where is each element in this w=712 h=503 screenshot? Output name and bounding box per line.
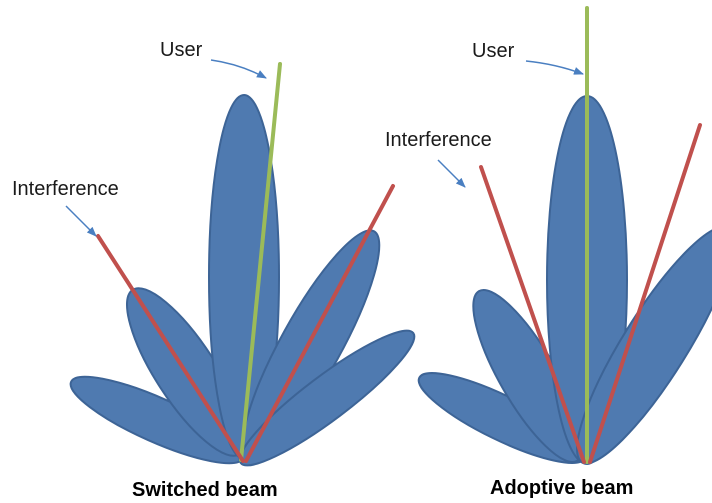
adoptive-interference-line-right [588, 123, 702, 464]
adoptive-interference-pointer-arrow [437, 159, 466, 188]
switched-interference-pointer-arrow [65, 205, 97, 237]
switched-lobe-far-right [238, 329, 416, 467]
adoptive-interference-line-left [479, 165, 586, 464]
switched-interference-line-right [244, 184, 395, 463]
adoptive-beam-panel: User Interference Adoptive beam [385, 6, 712, 499]
switched-interference-line-left [96, 234, 245, 463]
adoptive-interference-label: Interference [385, 129, 492, 151]
adoptive-beam-caption: Adoptive beam [490, 477, 633, 499]
switched-beam-caption: Switched beam [132, 479, 278, 501]
adoptive-user-pointer-arrow [525, 60, 584, 75]
adoptive-user-label: User [472, 40, 515, 62]
switched-interference-label: Interference [12, 178, 119, 200]
switched-user-line [239, 62, 282, 462]
adoptive-lobe-right [575, 225, 712, 465]
switched-beam-panel: User Interference Switched beam [12, 39, 416, 501]
switched-user-label: User [160, 39, 203, 61]
switched-user-pointer-arrow [210, 59, 267, 79]
